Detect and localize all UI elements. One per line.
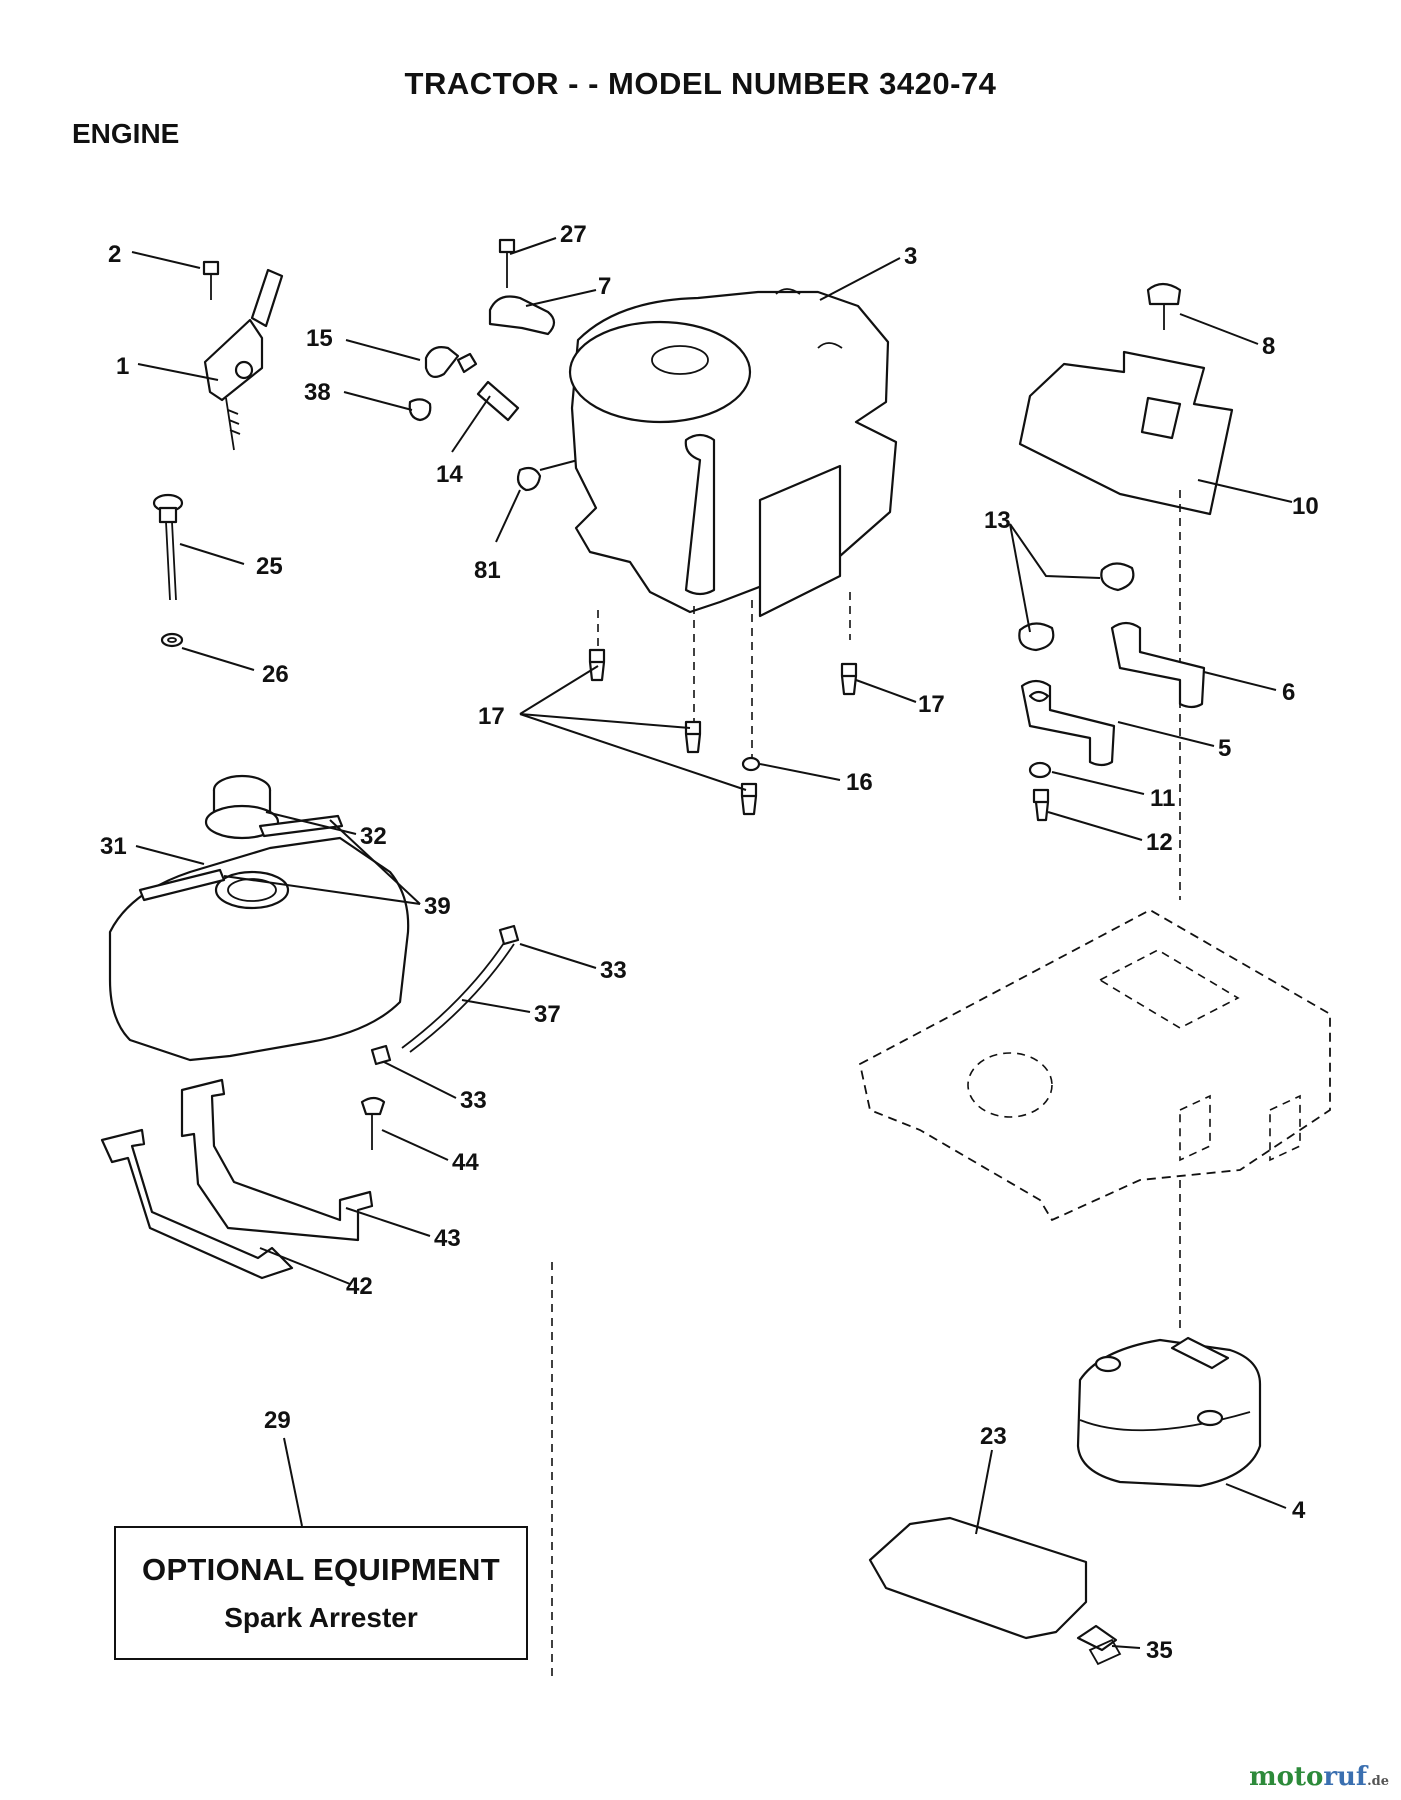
callout-17-left: 17 bbox=[478, 703, 505, 730]
tank-straps-part bbox=[100, 1078, 386, 1280]
callout-3: 3 bbox=[904, 243, 917, 270]
callout-35: 35 bbox=[1146, 1637, 1173, 1664]
page-title: TRACTOR - - MODEL NUMBER 3420-74 bbox=[404, 66, 997, 101]
leader-lines bbox=[131, 237, 1293, 1649]
section-heading: ENGINE bbox=[72, 118, 180, 149]
callout-15: 15 bbox=[306, 325, 333, 352]
muffler-guard-part bbox=[868, 1516, 1122, 1666]
callout-23: 23 bbox=[980, 1423, 1007, 1450]
exhaust-pipes-part bbox=[1018, 562, 1206, 822]
optional-equipment-heading: OPTIONAL EQUIPMENT bbox=[142, 1552, 500, 1587]
watermark-logo: motoruf.de bbox=[1249, 1762, 1389, 1792]
callout-43: 43 bbox=[434, 1225, 461, 1252]
callout-33-bottom: 33 bbox=[460, 1087, 487, 1114]
callout-12: 12 bbox=[1146, 829, 1173, 856]
watermark-suffix: .de bbox=[1367, 1774, 1389, 1789]
throttle-control-part bbox=[202, 260, 284, 451]
callout-29: 29 bbox=[264, 1407, 291, 1434]
callout-33-top: 33 bbox=[600, 957, 627, 984]
engine-bolts-part bbox=[588, 648, 858, 816]
callout-17-right: 17 bbox=[918, 691, 945, 718]
callout-26: 26 bbox=[262, 661, 289, 688]
callout-14: 14 bbox=[436, 461, 463, 488]
callout-27: 27 bbox=[560, 221, 587, 248]
engine-part bbox=[568, 288, 898, 760]
callout-42: 42 bbox=[346, 1273, 373, 1300]
callout-4: 4 bbox=[1292, 1497, 1306, 1524]
callout-10: 10 bbox=[1292, 493, 1319, 520]
optional-equipment-box: OPTIONAL EQUIPMENT Spark Arrester bbox=[114, 1526, 528, 1660]
callout-2: 2 bbox=[108, 241, 121, 268]
callout-6: 6 bbox=[1282, 679, 1295, 706]
watermark-part-a: moto bbox=[1249, 1762, 1324, 1792]
fuel-fittings-part bbox=[408, 238, 579, 492]
callout-32: 32 bbox=[360, 823, 387, 850]
optional-equipment-item: Spark Arrester bbox=[224, 1602, 418, 1633]
fuel-tank-part bbox=[108, 814, 410, 1062]
callout-31: 31 bbox=[100, 833, 127, 860]
callout-16: 16 bbox=[846, 769, 873, 796]
muffler-part bbox=[1076, 1336, 1262, 1488]
shield-part bbox=[1018, 282, 1234, 900]
watermark-part-b: ruf bbox=[1323, 1762, 1368, 1792]
callout-39: 39 bbox=[424, 893, 451, 920]
dipstick-part bbox=[152, 493, 184, 648]
callout-8: 8 bbox=[1262, 333, 1275, 360]
callout-81: 81 bbox=[474, 557, 501, 584]
callout-44: 44 bbox=[452, 1149, 479, 1176]
tractor-frame-outline bbox=[858, 908, 1331, 1330]
callout-13: 13 bbox=[984, 507, 1011, 534]
callout-7: 7 bbox=[598, 273, 611, 300]
callout-1: 1 bbox=[116, 353, 129, 380]
callout-37: 37 bbox=[534, 1001, 561, 1028]
callout-numbers: 2 1 27 7 3 15 38 14 81 25 26 8 10 13 6 5… bbox=[100, 221, 1319, 1664]
callout-11: 11 bbox=[1150, 785, 1175, 812]
callout-38: 38 bbox=[304, 379, 331, 406]
callout-25: 25 bbox=[256, 553, 283, 580]
callout-5: 5 bbox=[1218, 735, 1231, 762]
fuel-cap-part bbox=[204, 774, 280, 840]
